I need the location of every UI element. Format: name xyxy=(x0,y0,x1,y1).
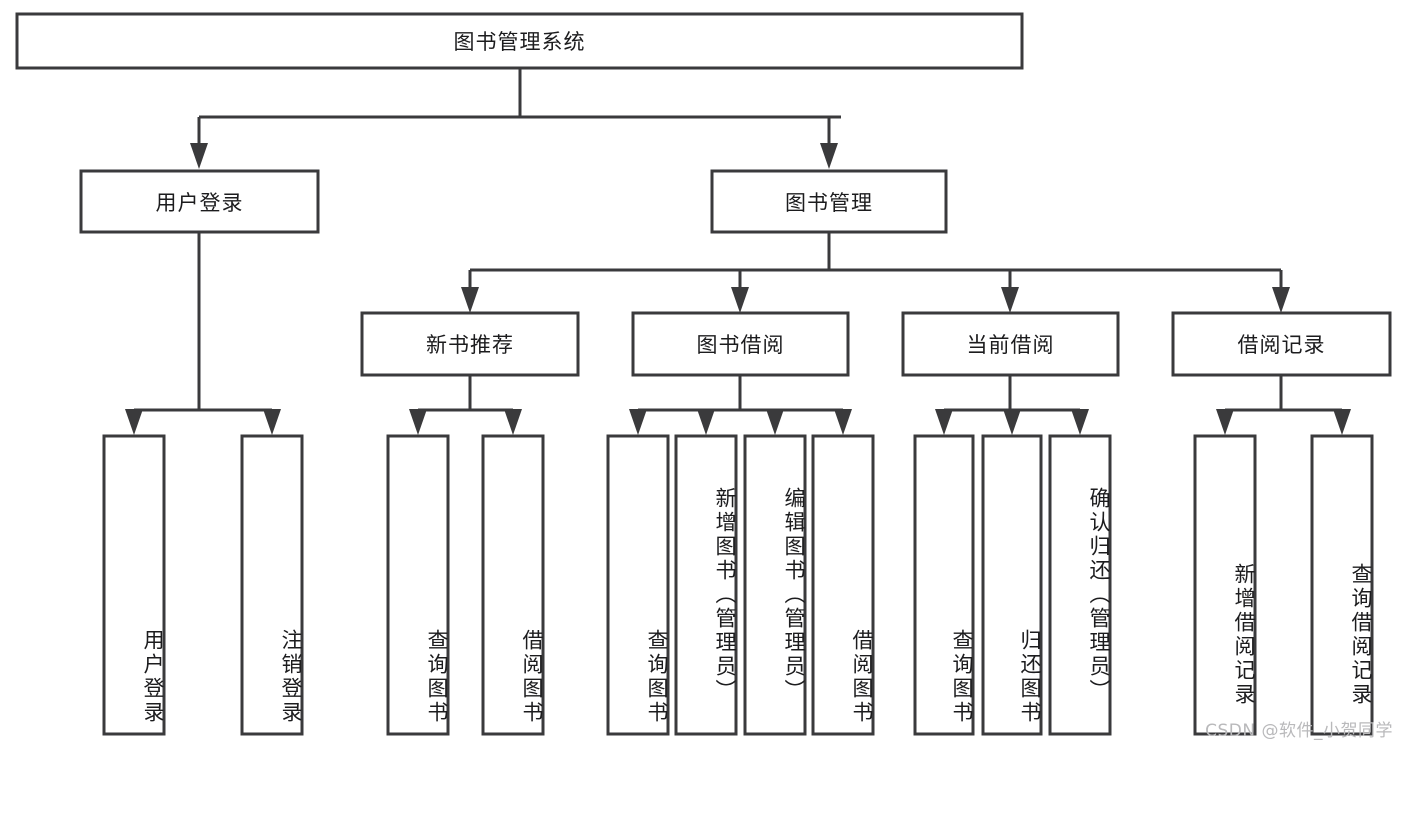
node-borrow-record[interactable] xyxy=(1171,311,1392,377)
arrow-leaf-confirm-return xyxy=(1071,409,1089,435)
arrow-leaf-query-record xyxy=(1333,409,1351,435)
node-new-book-recommend[interactable] xyxy=(360,311,580,377)
arrow-to-book-borrow xyxy=(731,287,749,313)
arrow-leaf-return-book xyxy=(1003,409,1021,435)
node-leaf-return-book[interactable] xyxy=(981,434,1043,736)
arrow-leaf-edit-book xyxy=(766,409,784,435)
watermark-text: CSDN @软件_小贺同学 xyxy=(1205,721,1393,741)
arrow-to-book-management xyxy=(820,143,838,169)
node-leaf-confirm-return[interactable] xyxy=(1048,434,1112,736)
node-leaf-add-book[interactable] xyxy=(674,434,738,736)
arrow-to-user-login xyxy=(190,143,208,169)
arrow-leaf-query-book-3 xyxy=(935,409,953,435)
node-leaf-borrow-book-1[interactable] xyxy=(481,434,545,736)
node-leaf-borrow-book-2[interactable] xyxy=(811,434,875,736)
node-user-login[interactable] xyxy=(79,169,320,234)
arrow-to-new-book-recommend xyxy=(461,287,479,313)
node-leaf-add-record[interactable] xyxy=(1193,434,1257,736)
node-root-system[interactable] xyxy=(15,12,1024,70)
node-book-management[interactable] xyxy=(710,169,948,234)
node-leaf-query-record[interactable] xyxy=(1310,434,1374,736)
arrow-leaf-borrow-book-2 xyxy=(834,409,852,435)
arrow-leaf-borrow-book-1 xyxy=(504,409,522,435)
arrow-leaf-add-record xyxy=(1216,409,1234,435)
node-leaf-edit-book[interactable] xyxy=(743,434,807,736)
hierarchy-diagram-svg xyxy=(15,12,1392,736)
node-leaf-query-book-2[interactable] xyxy=(606,434,670,736)
node-leaf-user-logout[interactable] xyxy=(240,434,304,736)
arrow-leaf-user-logout xyxy=(263,409,281,435)
node-leaf-user-login[interactable] xyxy=(102,434,166,736)
arrow-leaf-user-login xyxy=(125,409,143,435)
node-leaf-query-book-3[interactable] xyxy=(913,434,975,736)
node-current-borrow[interactable] xyxy=(901,311,1120,377)
arrow-to-current-borrow xyxy=(1001,287,1019,313)
arrow-leaf-add-book xyxy=(697,409,715,435)
arrow-leaf-query-book-2 xyxy=(629,409,647,435)
diagram-canvas: 图书管理系统 用户登录 图书管理 新书推荐 图书借阅 当前借阅 借阅记录 用户登… xyxy=(15,12,1393,741)
arrow-to-borrow-record xyxy=(1272,287,1290,313)
node-book-borrow[interactable] xyxy=(631,311,850,377)
node-leaf-query-book-1[interactable] xyxy=(386,434,450,736)
arrow-leaf-query-book-1 xyxy=(409,409,427,435)
